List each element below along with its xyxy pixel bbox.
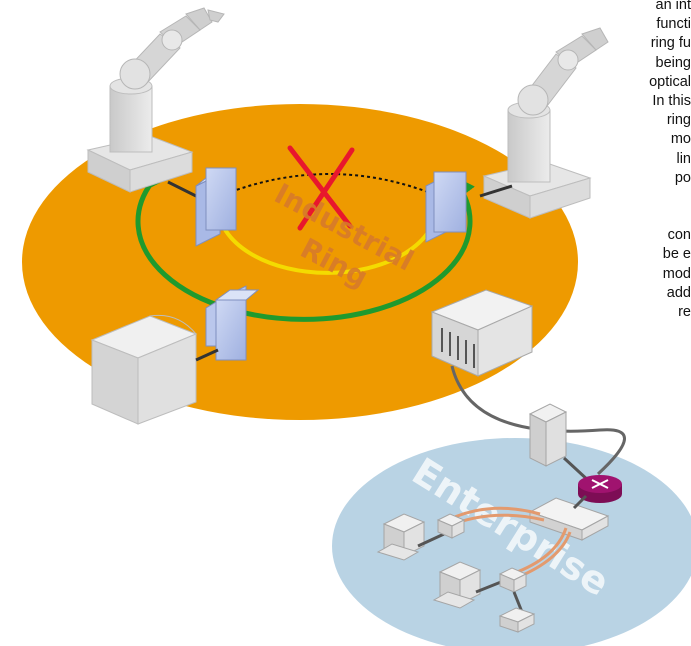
machine-tool-icon [90, 314, 198, 425]
redundant-path [135, 162, 475, 322]
side-text-line: optical [649, 73, 691, 90]
side-text-line: mod [662, 265, 691, 282]
robot-arm-right-icon [482, 27, 609, 219]
ring-path [216, 205, 439, 275]
failure-mark [287, 145, 355, 231]
ring-switch-top-left-icon [195, 167, 237, 247]
side-text-line: In this [652, 92, 691, 109]
workstation-icon [376, 513, 426, 561]
side-text-line: being [655, 54, 691, 71]
side-text-line: mo [670, 131, 691, 148]
side-text-line: re [678, 304, 691, 320]
side-text-line: po [674, 169, 691, 186]
workstation-icon [432, 561, 482, 609]
ring-switch-top-right-icon [425, 171, 467, 243]
side-text-line: functi [656, 16, 691, 33]
controller-icon [430, 289, 534, 377]
router-icon [578, 475, 622, 503]
side-text-line: ring [666, 112, 691, 129]
side-text-line: an int [655, 0, 691, 13]
side-text-line [581, 207, 691, 226]
side-text-line: ring fu [650, 35, 691, 52]
side-text-line: lin [676, 150, 691, 167]
printer-icon [498, 607, 536, 633]
robot-arm-left-icon [86, 7, 225, 193]
truncated-side-text: an int functi ring fu being optical In t… [581, 0, 691, 322]
side-text-line: be e [662, 246, 691, 263]
server-icon [528, 403, 568, 467]
ring-switch-bottom-icon [205, 285, 260, 361]
side-text-line: add [666, 284, 691, 301]
side-text-line: con [667, 227, 691, 244]
side-text-line [581, 188, 691, 207]
network-port-icon [436, 513, 466, 539]
